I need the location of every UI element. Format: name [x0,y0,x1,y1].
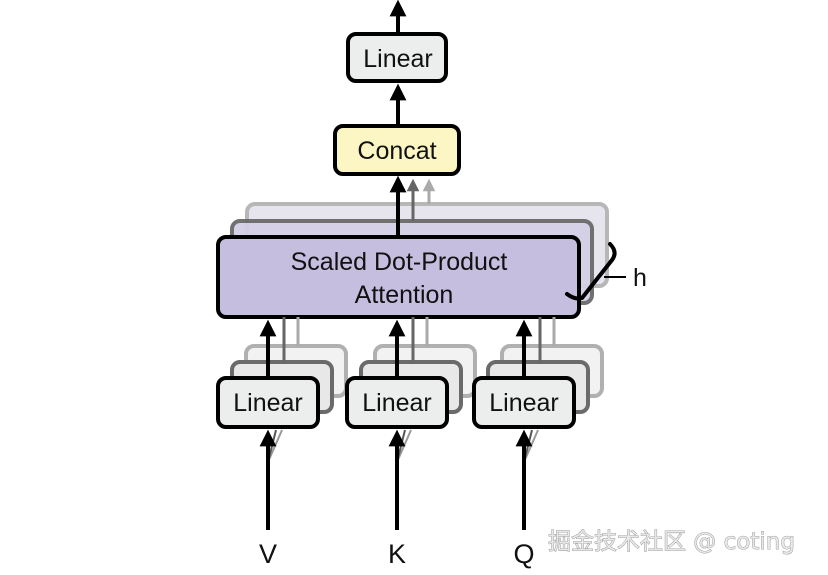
attention-block: Scaled Dot-Product Attention [216,235,581,319]
input-linear-block [345,376,449,429]
input-label-v: V [259,539,277,569]
output-linear-block: Linear [346,32,448,83]
input-linear-block [472,376,576,429]
input-linear-label: Linear [489,389,559,417]
input-linear-block [216,376,320,429]
input-linear-label: Linear [362,389,432,417]
heads-brace [565,242,617,301]
attention-label-line1: Scaled Dot-Product [291,248,508,276]
input-linear-label: Linear [233,389,303,417]
attention-label-line2: Attention [355,281,454,309]
concat-block: Concat [333,124,461,176]
output-linear-label: Linear [363,45,433,73]
watermark: 掘金技术社区 @ coting [548,529,795,555]
input-label-k: K [388,539,406,569]
heads-label: h [633,264,647,292]
concat-label: Concat [357,137,436,165]
input-label-q: Q [513,539,534,569]
